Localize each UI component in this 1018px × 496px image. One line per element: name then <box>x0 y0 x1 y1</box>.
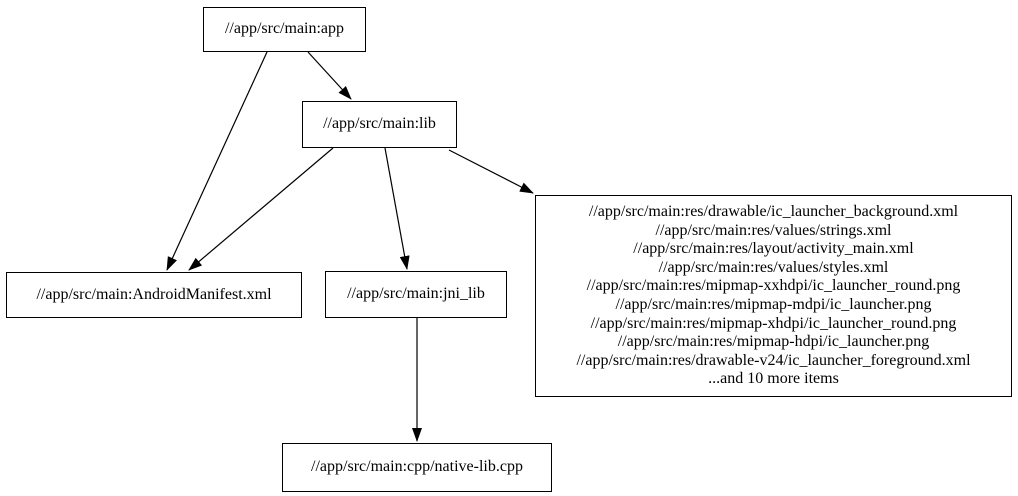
resource-item: //app/src/main:res/mipmap-xhdpi/ic_launc… <box>590 314 957 332</box>
node-native-lib-cpp: //app/src/main:cpp/native-lib.cpp <box>282 443 552 492</box>
node-native-lib-cpp-label: //app/src/main:cpp/native-lib.cpp <box>311 458 523 476</box>
resource-item: //app/src/main:res/layout/activity_main.… <box>633 240 914 258</box>
edge-app-to-lib <box>307 51 352 100</box>
edge-lib-to-resources <box>448 149 534 194</box>
resource-item: //app/src/main:res/drawable/ic_launcher_… <box>588 203 959 221</box>
resource-item: //app/src/main:res/mipmap-xxhdpi/ic_laun… <box>586 277 961 295</box>
resource-item: //app/src/main:res/mipmap-mdpi/ic_launch… <box>615 296 932 313</box>
node-resources-group: //app/src/main:res/drawable/ic_launcher_… <box>535 195 1012 397</box>
resource-item: //app/src/main:res/values/strings.xml <box>655 221 892 239</box>
edge-lib-to-manifest <box>188 147 334 271</box>
resource-item-more: ...and 10 more items <box>708 370 839 388</box>
node-android-manifest-label: //app/src/main:AndroidManifest.xml <box>36 285 272 303</box>
node-jni-lib: //app/src/main:jni_lib <box>325 271 507 318</box>
node-app-label: //app/src/main:app <box>224 20 345 38</box>
resource-item: //app/src/main:res/drawable-v24/ic_launc… <box>576 351 971 369</box>
edge-lib-to-jni-lib <box>384 147 410 270</box>
node-jni-lib-label: //app/src/main:jni_lib <box>347 285 485 303</box>
node-lib: //app/src/main:lib <box>302 101 457 148</box>
resource-item: //app/src/main:res/values/styles.xml <box>658 258 889 276</box>
node-lib-label: //app/src/main:lib <box>323 115 436 133</box>
edge-app-to-manifest <box>166 51 268 271</box>
node-android-manifest: //app/src/main:AndroidManifest.xml <box>6 272 302 318</box>
node-app: //app/src/main:app <box>203 7 366 52</box>
resource-item: //app/src/main:res/mipmap-hdpi/ic_launch… <box>617 333 930 351</box>
